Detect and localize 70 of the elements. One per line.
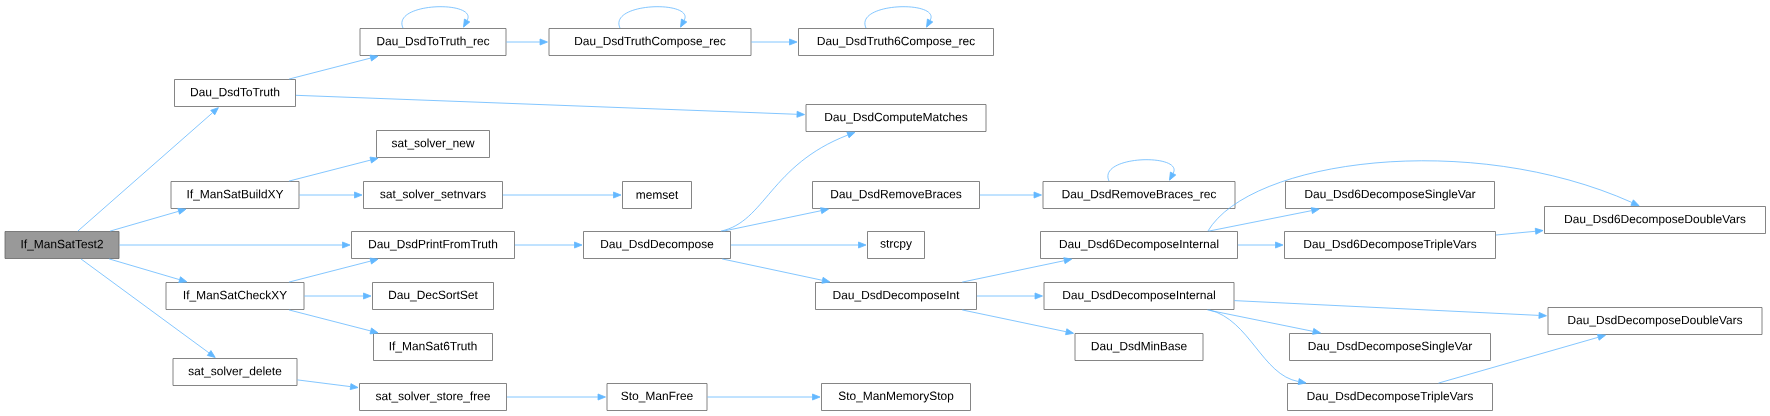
function-box: strcpy [867,231,925,259]
arrow [80,258,216,358]
arrow [721,258,831,284]
arrow [288,156,379,182]
function-box: sat_solver_delete [172,358,298,386]
root-function-box: If_ManSatTest2 [4,231,120,259]
function-box: Dau_DsdDecomposeSingleVar [1289,333,1491,361]
arrow [618,6,688,29]
function-box: Dau_DsdDecomposeInt [815,282,977,310]
arrow [751,38,798,46]
function-box: Dau_DsdRemoveBraces [812,181,980,209]
arrow [1208,207,1320,232]
function-box: Dau_Dsd6DecomposeTripleVars [1284,231,1496,259]
function-box: If_ManSatCheckXY [165,282,305,310]
function-box: Dau_DsdMinBase [1074,333,1204,361]
function-box: Dau_Dsd6DecomposeSingleVar [1285,181,1495,209]
arrow [514,241,583,249]
arrow [288,257,379,283]
arrow [979,191,1042,199]
arrow [288,309,379,335]
function-box: Dau_Dsd6DecomposeInternal [1040,231,1238,259]
arrow [108,258,188,283]
arrow [295,94,805,118]
arrow [1207,160,1640,232]
function-box: sat_solver_new [376,130,490,158]
function-box: Dau_DsdToTruth [174,79,296,107]
function-box: Dau_DsdTruth6Compose_rec [798,28,994,56]
arrow [730,241,867,249]
arrow [506,38,548,46]
function-box: Dau_DsdTruthCompose_rec [548,28,752,56]
arrow [401,6,471,29]
arrow [1107,159,1177,182]
function-box: If_ManSat6Truth [373,333,493,361]
function-box: Dau_DsdRemoveBraces_rec [1042,181,1236,209]
arrow [109,208,187,232]
arrow [976,292,1043,300]
arrow [961,257,1073,283]
arrow [119,241,351,249]
function-box: sat_solver_store_free [359,383,507,411]
function-box: Dau_DsdDecompose [583,231,731,259]
arrow [1207,309,1321,335]
function-box: Dau_DsdToTruth_rec [359,28,507,56]
arrow [299,191,363,199]
arrow [304,292,372,300]
function-box: memset [622,181,692,209]
arrow [864,6,934,29]
function-box: Dau_Dsd6DecomposeDoubleVars [1544,206,1766,234]
arrow [77,107,219,232]
function-box: Dau_DsdComputeMatches [805,104,987,132]
arrow [297,379,359,390]
arrow [1495,227,1544,236]
arrow [1237,241,1284,249]
arrow [707,393,821,401]
function-box: Dau_DsdPrintFromTruth [351,231,515,259]
function-box: Sto_ManMemoryStop [821,383,971,411]
arrow [720,131,856,232]
arrow [502,191,622,199]
arrow [1234,300,1547,319]
arrow [288,54,379,80]
arrow [961,309,1074,336]
arrow [723,207,829,232]
function-box: Dau_DecSortSet [372,282,494,310]
function-box: Sto_ManFree [606,383,708,411]
arrow [506,393,606,401]
function-box: sat_solver_setnvars [363,181,503,209]
function-box: If_ManSatBuildXY [170,181,300,209]
function-box: Dau_DsdDecomposeInternal [1043,282,1235,310]
arrow [1209,309,1307,385]
function-box: Dau_DsdDecomposeDoubleVars [1547,307,1763,335]
function-box: Dau_DsdDecomposeTripleVars [1287,383,1493,411]
